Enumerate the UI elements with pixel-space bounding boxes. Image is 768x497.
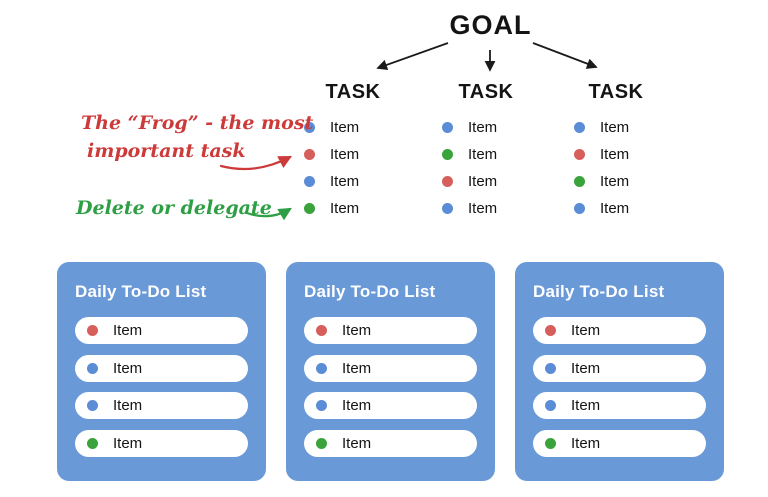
item-dot: [304, 122, 315, 133]
item-dot: [87, 400, 98, 411]
item-label: Item: [342, 434, 372, 452]
task-item-row: Item: [437, 168, 535, 195]
item-dot: [87, 325, 98, 336]
item-dot: [304, 149, 315, 160]
task-item-row: Item: [437, 141, 535, 168]
item-dot: [442, 176, 453, 187]
item-label: Item: [113, 359, 143, 377]
todo-list-panel-3: Daily To-Do List Item Item Item Item: [515, 262, 724, 481]
item-dot: [574, 122, 585, 133]
item-dot: [545, 325, 556, 336]
item-dot: [545, 400, 556, 411]
todo-item-row: Item: [75, 354, 248, 382]
item-label: Item: [113, 322, 143, 339]
task-item-row: Item: [299, 114, 407, 141]
task-item-row: Item: [569, 114, 663, 141]
todo-item-row: Item: [75, 429, 248, 457]
item-dot: [442, 122, 453, 133]
item-label: Item: [330, 119, 360, 136]
task-item-row: Item: [569, 195, 663, 222]
todo-item-row: Item: [304, 429, 477, 457]
todo-list-title: Daily To-Do List: [75, 282, 207, 301]
todo-item-row: Item: [533, 429, 706, 457]
item-dot: [545, 362, 556, 374]
task-item-row: Item: [569, 141, 663, 168]
item-label: Item: [571, 359, 601, 377]
todo-item-row: Item: [304, 317, 477, 344]
item-label: Item: [600, 146, 630, 163]
task-column-2: TASK Item Item Item Item: [437, 81, 535, 222]
frog-annotation-line1: The “Frog” - the most: [81, 112, 314, 134]
item-dot: [545, 437, 556, 449]
item-label: Item: [468, 119, 498, 136]
task-title: TASK: [588, 81, 644, 103]
item-dot: [304, 176, 315, 187]
goal-arrow-right: [532, 42, 598, 69]
item-label: Item: [113, 397, 143, 414]
item-dot: [316, 437, 327, 449]
item-dot: [442, 149, 453, 160]
item-label: Item: [571, 322, 601, 339]
item-dot: [304, 203, 315, 214]
frog-annotation-line2: important task: [87, 140, 246, 162]
todo-item-row: Item: [533, 354, 706, 382]
task-column-3: TASK Item Item Item Item: [569, 81, 663, 222]
task-item-row: Item: [299, 195, 407, 222]
todo-item-row: Item: [75, 392, 248, 419]
item-label: Item: [600, 200, 630, 217]
item-label: Item: [342, 359, 372, 377]
todo-item-row: Item: [304, 354, 477, 382]
item-label: Item: [330, 146, 360, 163]
todo-item-row: Item: [533, 317, 706, 344]
item-dot: [574, 203, 585, 214]
todo-item-row: Item: [304, 392, 477, 419]
goal-arrow-left: [376, 42, 449, 71]
task-item-row: Item: [299, 168, 407, 195]
item-label: Item: [600, 119, 630, 136]
todo-list-panel-2: Daily To-Do List Item Item Item Item: [286, 262, 495, 481]
item-dot: [574, 149, 585, 160]
item-label: Item: [468, 200, 498, 217]
task-column-1: TASK Item Item Item Item: [299, 81, 407, 222]
todo-list-title: Daily To-Do List: [533, 282, 665, 301]
todo-list-title: Daily To-Do List: [304, 282, 436, 301]
task-title: TASK: [458, 81, 514, 103]
item-dot: [87, 362, 98, 374]
item-dot: [316, 325, 327, 336]
item-label: Item: [342, 322, 372, 339]
item-dot: [442, 203, 453, 214]
todo-item-row: Item: [75, 317, 248, 344]
item-dot: [87, 437, 98, 449]
item-label: Item: [468, 146, 498, 163]
todo-item-row: Item: [533, 392, 706, 419]
item-label: Item: [330, 200, 360, 217]
task-item-row: Item: [299, 141, 407, 168]
item-dot: [316, 362, 327, 374]
item-label: Item: [342, 397, 372, 414]
item-label: Item: [571, 397, 601, 414]
item-label: Item: [113, 434, 143, 452]
task-item-row: Item: [437, 195, 535, 222]
task-title: TASK: [325, 81, 381, 103]
delegate-annotation: Delete or delegate: [76, 197, 272, 219]
item-label: Item: [330, 173, 360, 190]
item-dot: [574, 176, 585, 187]
task-item-row: Item: [437, 114, 535, 141]
item-dot: [316, 400, 327, 411]
todo-list-panel-1: Daily To-Do List Item Item Item Item: [57, 262, 266, 481]
item-label: Item: [468, 173, 498, 190]
task-item-row: Item: [569, 168, 663, 195]
item-label: Item: [571, 434, 601, 452]
goal-label: GOAL: [449, 10, 532, 40]
item-label: Item: [600, 173, 630, 190]
